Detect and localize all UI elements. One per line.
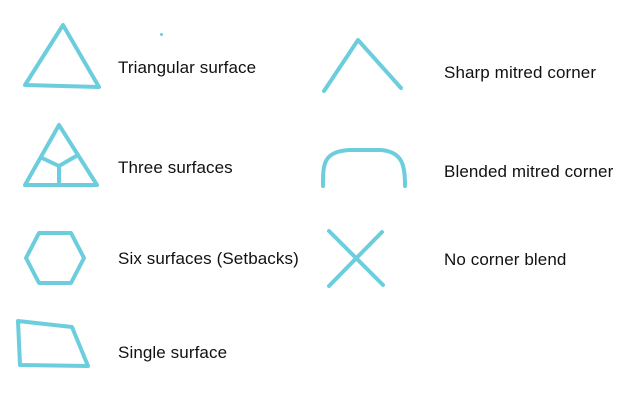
no-corner-blend-label: No corner blend (444, 250, 567, 269)
hexagon-icon (24, 231, 86, 285)
triangular-surface-label: Triangular surface (118, 58, 257, 77)
x-cross-icon (327, 229, 385, 288)
three-surfaces-label: Three surfaces (118, 158, 233, 177)
three-surfaces-icon (23, 123, 99, 187)
blended-corner-icon (321, 148, 407, 188)
triangle-icon (23, 23, 101, 89)
sharp-mitred-corner-label: Sharp mitred corner (444, 63, 597, 82)
single-surface-label: Single surface (118, 343, 228, 362)
blended-mitred-corner-label: Blended mitred corner (444, 162, 614, 181)
six-surfaces-label: Six surfaces (Setbacks) (118, 249, 299, 268)
stray-dot (160, 33, 163, 36)
quadrilateral-icon (16, 319, 90, 368)
sharp-corner-icon (322, 38, 403, 93)
